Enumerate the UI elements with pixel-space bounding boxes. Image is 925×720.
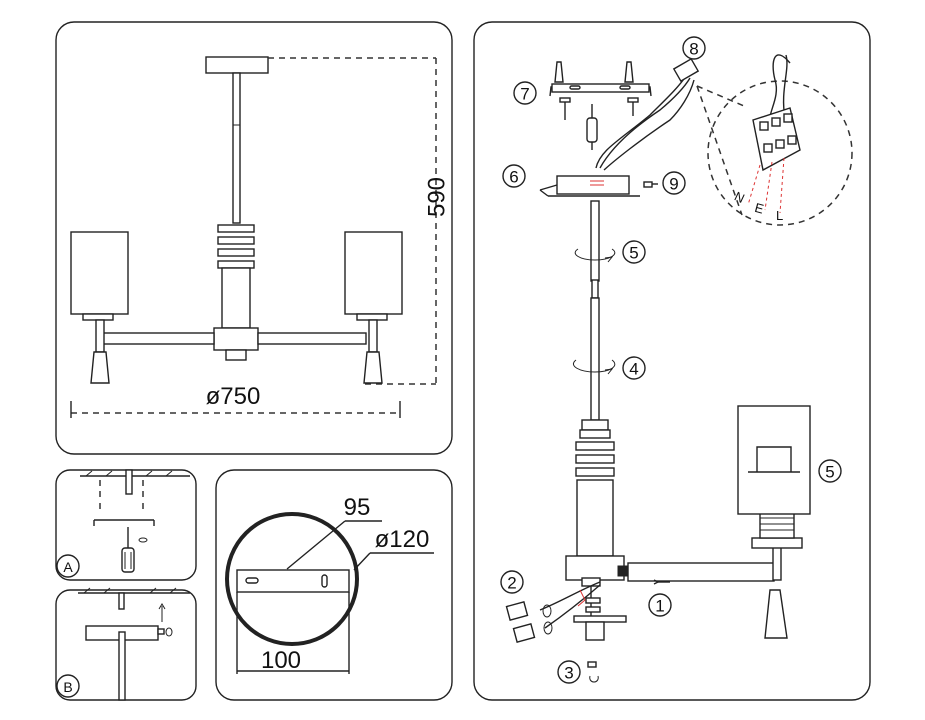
plate-circle — [225, 512, 359, 646]
canopy — [205, 56, 269, 74]
callout-8 — [682, 36, 706, 60]
socket-left — [90, 351, 110, 384]
shade-left — [70, 231, 129, 315]
bracket — [551, 83, 650, 93]
panel-dimensions — [55, 21, 453, 455]
central-column — [576, 479, 614, 557]
callout-9 — [662, 171, 686, 195]
svg-text:5: 5 — [629, 244, 638, 263]
diameter-dimension: ø750 — [206, 383, 261, 410]
svg-text:B: B — [63, 679, 72, 695]
central-column — [221, 267, 251, 329]
callout-4 — [622, 356, 646, 380]
svg-text:6: 6 — [509, 168, 518, 187]
wall-plug-left — [554, 61, 564, 83]
svg-text:7: 7 — [520, 85, 529, 104]
screwdriver-icon — [586, 117, 598, 143]
hub — [565, 555, 625, 581]
plate-diameter-dimension: ø120 — [375, 526, 430, 553]
mounting-bracket — [236, 569, 350, 593]
plate-width-dimension: 100 — [261, 647, 301, 674]
wall-plug-right — [624, 61, 634, 83]
rod-lower — [590, 297, 600, 421]
terminal-block — [672, 57, 700, 83]
svg-text:9: 9 — [669, 175, 678, 194]
callout-5-rod — [622, 240, 646, 264]
svg-text:3: 3 — [564, 664, 573, 683]
wire-e-label: E — [753, 200, 766, 217]
svg-text:A: A — [63, 559, 73, 575]
height-dimension: 590 — [424, 177, 451, 217]
svg-text:5: 5 — [825, 463, 834, 482]
step-a-badge — [56, 554, 80, 578]
panel-plate — [215, 469, 453, 701]
callout-6 — [502, 164, 526, 188]
arm-left — [102, 332, 215, 345]
svg-text:8: 8 — [689, 40, 698, 59]
callout-3 — [557, 660, 581, 684]
svg-text:1: 1 — [655, 597, 664, 616]
wire — [595, 75, 687, 169]
panel-assembly — [473, 21, 871, 701]
socket-right — [363, 351, 383, 384]
callout-5-shade — [818, 459, 842, 483]
callout-7 — [513, 81, 537, 105]
rod-upper — [590, 200, 600, 282]
wiring-detail — [707, 80, 853, 226]
step-b-badge — [56, 674, 80, 698]
arm-right — [257, 332, 367, 345]
callout-2 — [500, 570, 524, 594]
rod — [232, 72, 241, 224]
callout-1 — [648, 593, 672, 617]
panel-step-b — [55, 589, 197, 701]
svg-text:2: 2 — [507, 574, 516, 593]
connector — [505, 601, 529, 621]
svg-text:4: 4 — [629, 360, 638, 379]
connector — [512, 623, 536, 643]
wire-l-label: L — [776, 208, 783, 223]
shade-right — [344, 231, 403, 315]
arm — [627, 562, 775, 582]
screw-spacing-dimension: 95 — [344, 494, 371, 521]
hub — [213, 327, 259, 351]
